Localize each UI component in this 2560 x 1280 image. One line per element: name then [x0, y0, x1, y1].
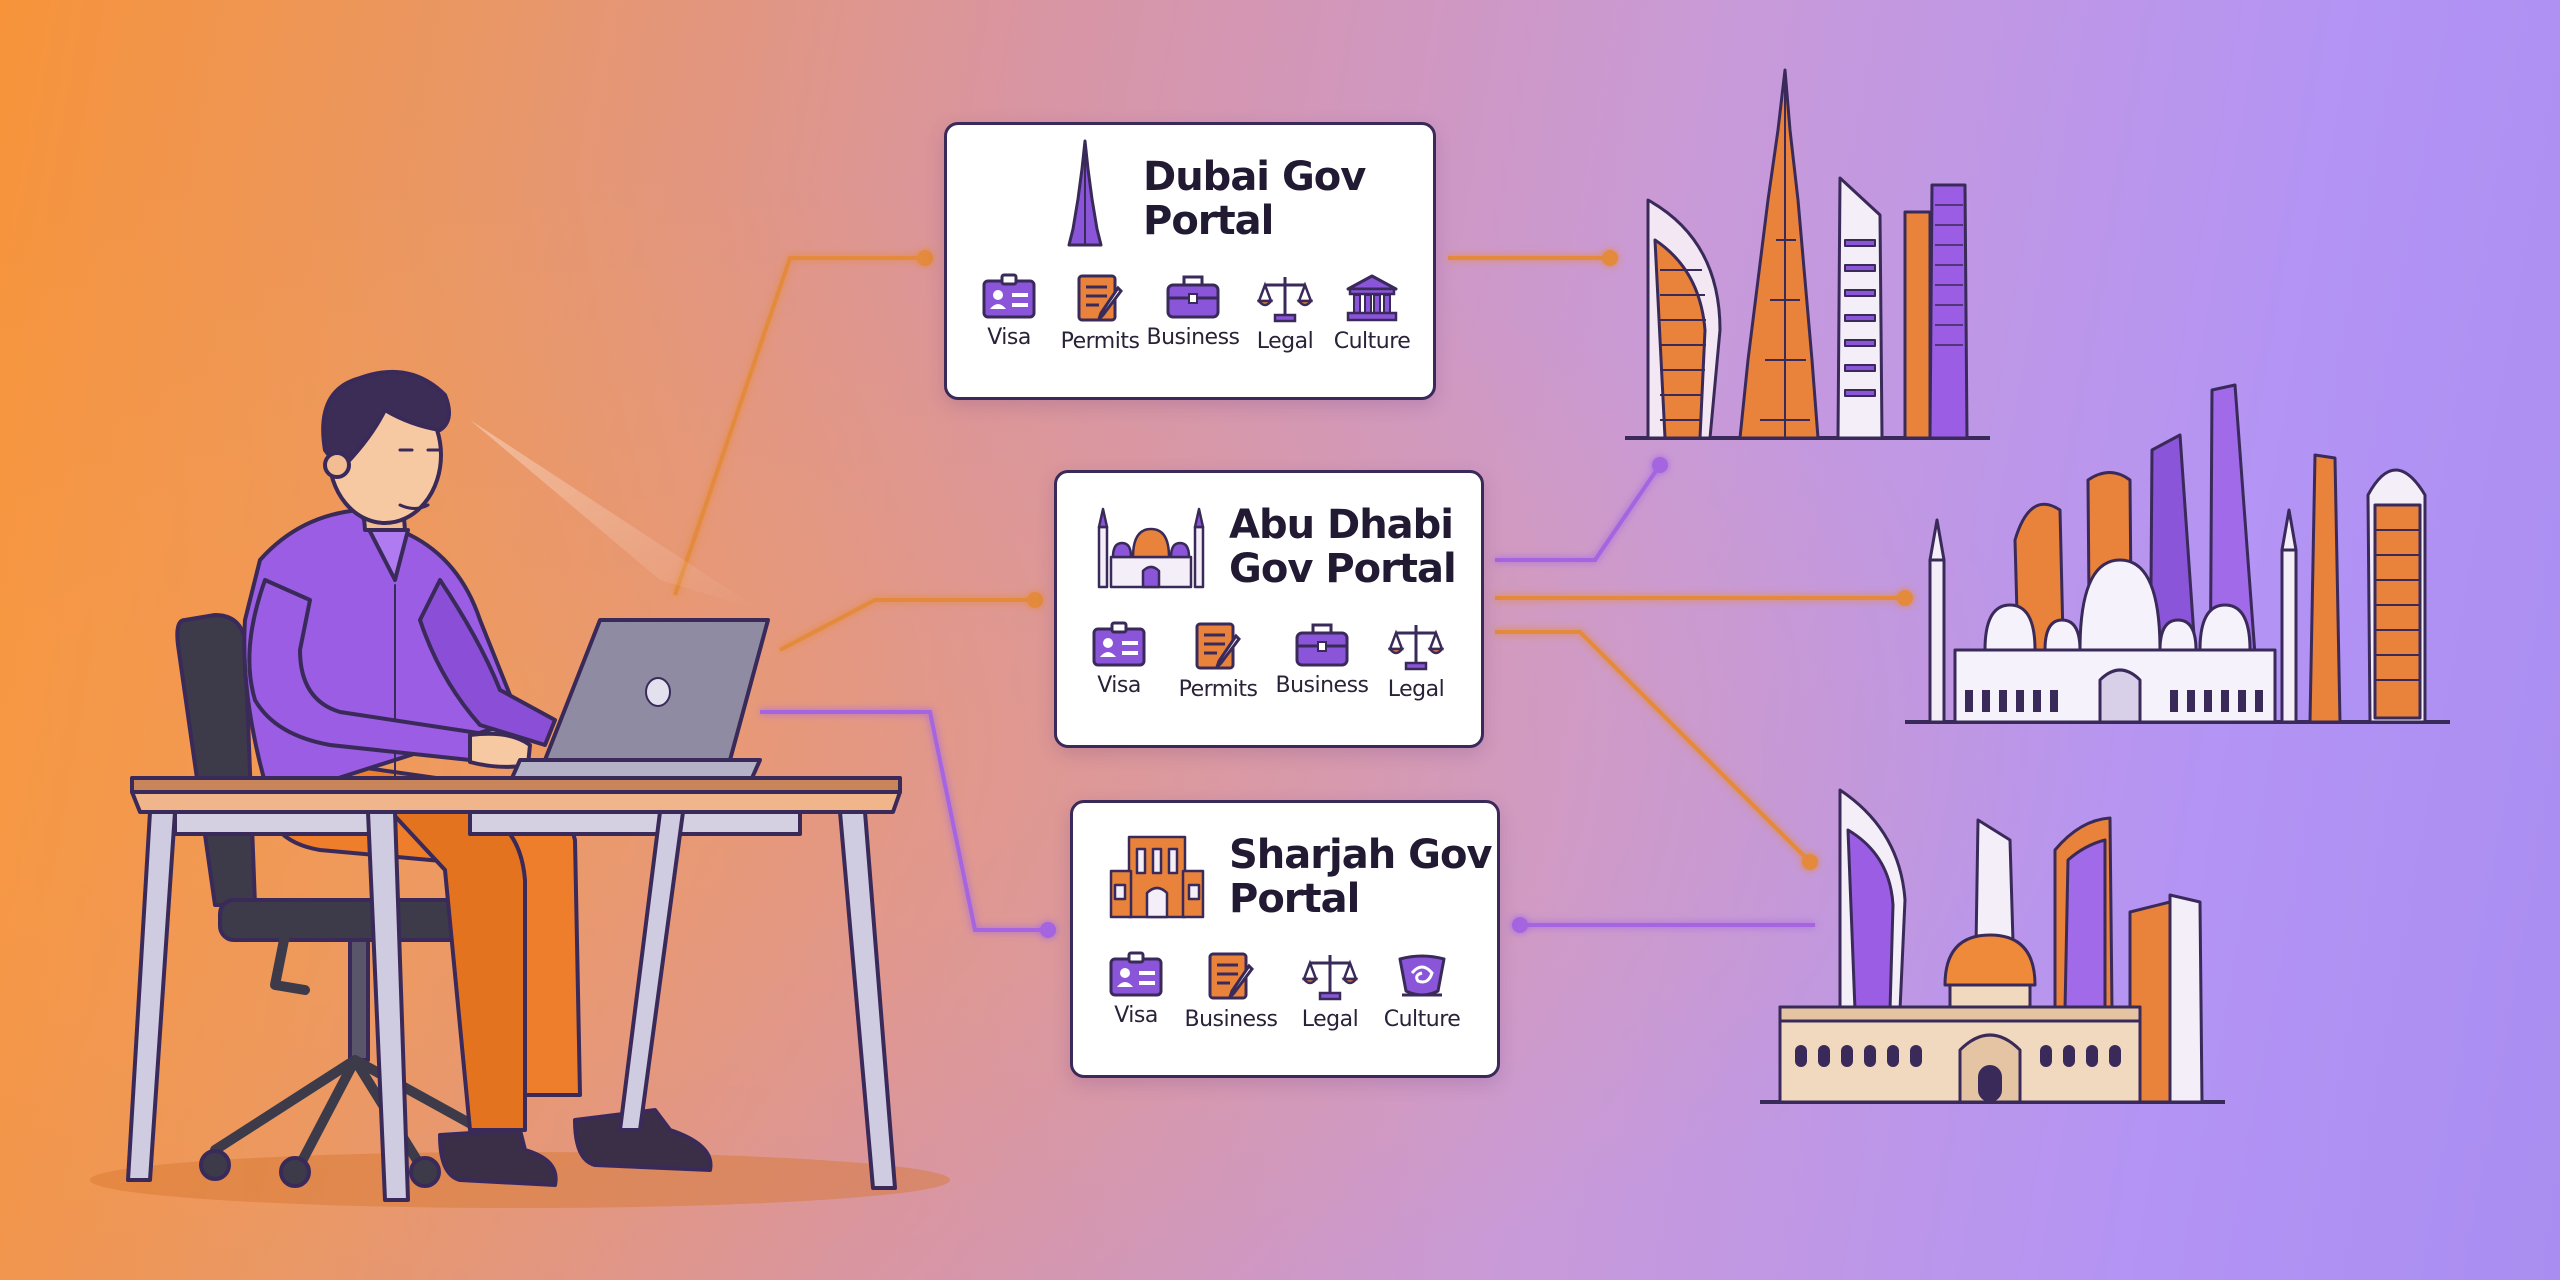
service-label: Culture	[1383, 1007, 1461, 1032]
service-visa[interactable]: Visa	[954, 273, 1064, 350]
sharjah-portal-card[interactable]: Sharjah Gov Portal Visa Business	[1070, 800, 1500, 1078]
briefcase-icon	[1295, 623, 1349, 667]
dubai-tower-white	[1836, 176, 1884, 440]
service-culture[interactable]: Culture	[1367, 951, 1477, 1032]
scales-icon	[1302, 955, 1358, 1001]
service-visa[interactable]: Visa	[1064, 621, 1174, 698]
connector-abudhabi-sharjah	[1495, 630, 1812, 864]
person-at-desk	[175, 369, 713, 1188]
service-label: Business	[1275, 673, 1369, 698]
service-label: Visa	[1097, 673, 1141, 698]
connector-node-dubai-in	[917, 250, 933, 266]
arm-front	[247, 578, 480, 762]
id-card-icon	[1092, 621, 1146, 667]
grand-mosque	[1928, 508, 2298, 724]
service-label: Visa	[1114, 1003, 1158, 1028]
connector-node-abudhabi-dubai	[1652, 457, 1668, 473]
service-label: Business	[1184, 1007, 1278, 1032]
dubai-tower-orange	[1903, 210, 1932, 440]
briefcase-icon	[1166, 275, 1220, 319]
service-label: Permits	[1060, 329, 1140, 354]
id-card-icon	[1109, 951, 1163, 997]
screen-light-cone	[470, 420, 760, 610]
shoe-left	[438, 1128, 558, 1187]
service-label: Culture	[1333, 329, 1411, 354]
connector-node-sharjah-out	[1512, 917, 1528, 933]
service-permits[interactable]: Permits	[1045, 273, 1155, 354]
dubai-tower-purple	[1928, 183, 1969, 440]
connector-lines	[673, 250, 1913, 938]
grand-mosque-icon	[1097, 507, 1205, 589]
scales-icon	[1388, 625, 1444, 671]
shoe-right	[573, 1108, 713, 1172]
service-culture[interactable]: Culture	[1317, 273, 1427, 354]
id-card-icon	[982, 273, 1036, 319]
connector-node-abudhabi-out	[1897, 590, 1913, 606]
service-business[interactable]: Business	[1138, 273, 1248, 350]
abudhabi-skyline	[1905, 383, 2450, 724]
service-label: Visa	[987, 325, 1031, 350]
connector-laptop-abudhabi	[779, 598, 1035, 652]
sharjah-portal-title: Sharjah Gov Portal	[1229, 832, 1492, 922]
cultural-artifact-icon	[1398, 954, 1446, 997]
service-permits[interactable]: Permits	[1163, 621, 1273, 702]
burj-khalifa	[1738, 68, 1820, 440]
arm-back	[418, 578, 557, 747]
document-pen-icon	[1077, 274, 1123, 322]
dubai-portal-card[interactable]: Dubai Gov Portal Visa Permits Business	[944, 122, 1436, 400]
service-legal[interactable]: Legal	[1230, 273, 1340, 354]
scales-icon	[1257, 277, 1313, 323]
sharjah-mosque	[1778, 933, 2142, 1104]
connector-node-abudhabi-in	[1027, 592, 1043, 608]
service-visa[interactable]: Visa	[1081, 951, 1191, 1028]
dubai-portal-title: Dubai Gov Portal	[1143, 154, 1366, 244]
sharjah-skyline	[1760, 788, 2225, 1104]
desk	[126, 776, 902, 1202]
museum-icon	[1346, 274, 1398, 322]
service-legal[interactable]: Legal	[1275, 951, 1385, 1032]
service-label: Legal	[1387, 677, 1445, 702]
connector-laptop-dubai	[673, 256, 925, 596]
service-business[interactable]: Business	[1176, 951, 1286, 1032]
connector-node-abudhabi-sharjah	[1802, 854, 1818, 870]
dubai-skyline	[1625, 68, 1990, 440]
ear	[323, 451, 351, 479]
connector-node-dubai-out	[1602, 250, 1618, 266]
document-pen-icon	[1208, 952, 1254, 1000]
service-label: Business	[1146, 325, 1240, 350]
connector-abudhabi-dubai	[1495, 463, 1662, 562]
connector-laptop-sharjah	[760, 710, 1048, 932]
document-pen-icon	[1195, 622, 1241, 670]
service-label: Permits	[1178, 677, 1258, 702]
hair	[321, 369, 451, 472]
abudhabi-portal-title: Abu Dhabi Gov Portal	[1229, 502, 1457, 592]
abudhabi-portal-card[interactable]: Abu Dhabi Gov Portal Visa Permits Busine…	[1054, 470, 1484, 748]
service-label: Legal	[1256, 329, 1314, 354]
laptop	[510, 618, 770, 780]
laptop-logo	[645, 677, 671, 707]
service-business[interactable]: Business	[1267, 621, 1377, 698]
service-legal[interactable]: Legal	[1361, 621, 1471, 702]
service-label: Legal	[1301, 1007, 1359, 1032]
sharjah-fort-icon	[1109, 835, 1205, 919]
connector-node-sharjah-in	[1040, 922, 1056, 938]
burj-khalifa-icon	[1067, 139, 1103, 247]
